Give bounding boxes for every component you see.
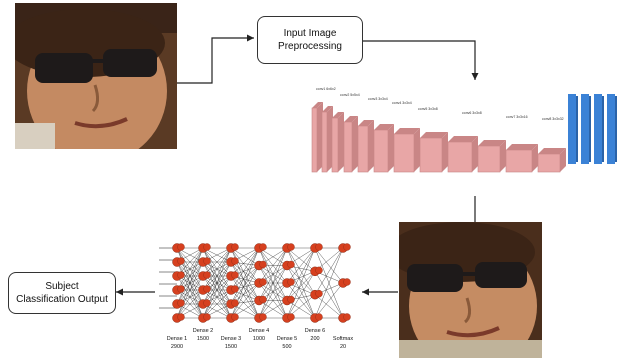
neuron-node	[204, 258, 211, 265]
dense-layer-name: Softmax	[333, 336, 353, 342]
classification-output-node: Subject Classification Output	[8, 272, 116, 314]
dense-layer-name: Dense 4	[249, 328, 270, 334]
neuron-node	[204, 286, 211, 293]
neuron-node	[178, 314, 185, 321]
conv-layer-label: conv2 5x5x4	[340, 93, 360, 97]
conv-layer-block	[344, 116, 358, 172]
neuron-node	[288, 261, 295, 268]
neuron-node	[178, 300, 185, 307]
neuron-node	[232, 272, 239, 279]
face-photo-icon	[15, 3, 177, 149]
neuron-node	[232, 286, 239, 293]
dense-layer-units: 2900	[171, 344, 183, 350]
dense-layer-name: Dense 6	[305, 328, 326, 334]
preprocessing-node: Input Image Preprocessing	[257, 16, 363, 64]
network-connections	[159, 248, 343, 318]
conv-layer-block	[538, 148, 566, 172]
neuron-node	[178, 286, 185, 293]
neuron-node	[316, 290, 323, 297]
dense-layer-units: 1000	[253, 336, 265, 342]
conv-layer-block	[420, 132, 448, 172]
conv-layer-label: conv6 3x3x8	[462, 111, 482, 115]
neuron-node	[344, 279, 351, 286]
neuron-node	[204, 314, 211, 321]
conv-layer-block	[322, 106, 333, 172]
conv-layer-block	[448, 136, 478, 172]
neuron-node	[288, 279, 295, 286]
dense-layer-units: 500	[282, 344, 291, 350]
conv-layer-block	[332, 112, 344, 172]
conv-layer-block	[394, 128, 420, 172]
neuron-node	[260, 261, 267, 268]
neuron-node	[204, 272, 211, 279]
neuron-node	[204, 300, 211, 307]
neuron-node	[232, 244, 239, 251]
processed-face-image	[399, 222, 542, 358]
dense-layer-name: Dense 1	[167, 336, 188, 342]
dense-network: Dense 1 2900 Dense 2 1500 Dense 3 1500 Dense 4…	[155, 236, 365, 358]
neuron-node	[260, 279, 267, 286]
conv-layer-label: conv5 3x3x8	[418, 107, 438, 111]
arrow-preprocessing-to-cnn	[362, 41, 475, 80]
neuron-node	[232, 258, 239, 265]
neuron-node	[260, 296, 267, 303]
dense-bar	[594, 94, 604, 164]
dense-bar	[607, 94, 617, 164]
dense-bar	[581, 94, 591, 164]
conv-layer-label: conv1 6x6x2	[316, 87, 336, 91]
neuron-node	[316, 314, 323, 321]
dense-layer-units: 20	[340, 344, 346, 350]
conv-layer-block	[374, 124, 394, 172]
arrow-face-to-preprocessing	[176, 38, 254, 83]
neuron-node	[316, 244, 323, 251]
conv-layer-label: conv8 3x3x32	[542, 117, 564, 121]
input-face-image	[15, 3, 177, 149]
neuron-node	[288, 314, 295, 321]
neuron-node	[344, 314, 351, 321]
neuron-node	[288, 244, 295, 251]
neuron-node	[178, 272, 185, 279]
neuron-node	[232, 300, 239, 307]
conv-layer-block	[312, 102, 323, 172]
neuron-node	[260, 244, 267, 251]
dense-layer-units: 200	[310, 336, 319, 342]
cnn-diagram: conv1 6x6x2 conv2 5x5x4 conv3 3x3x4 conv4 3…	[310, 82, 620, 192]
dense-layer-name: Dense 5	[277, 336, 298, 342]
neuron-node	[232, 314, 239, 321]
neuron-node	[178, 244, 185, 251]
dense-layer-name: Dense 3	[221, 336, 242, 342]
neuron-node	[260, 314, 267, 321]
dense-layer-units: 1500	[225, 344, 237, 350]
face-photo-icon	[399, 222, 542, 358]
neuron-node	[204, 244, 211, 251]
neuron-node	[316, 267, 323, 274]
neuron-node	[288, 296, 295, 303]
neuron-node	[344, 244, 351, 251]
conv-layer-label: conv3 3x3x4	[368, 97, 388, 101]
neuron-node	[178, 258, 185, 265]
conv-layer-label: conv7 3x3x16	[506, 115, 528, 119]
conv-layer-block	[506, 144, 538, 172]
conv-layer-block	[478, 140, 506, 172]
dense-layer-name: Dense 2	[193, 328, 214, 334]
conv-layer-label: conv4 3x3x4	[392, 101, 412, 105]
dense-bar	[568, 94, 578, 164]
dense-layer-units: 1500	[197, 336, 209, 342]
conv-layer-block	[358, 120, 374, 172]
